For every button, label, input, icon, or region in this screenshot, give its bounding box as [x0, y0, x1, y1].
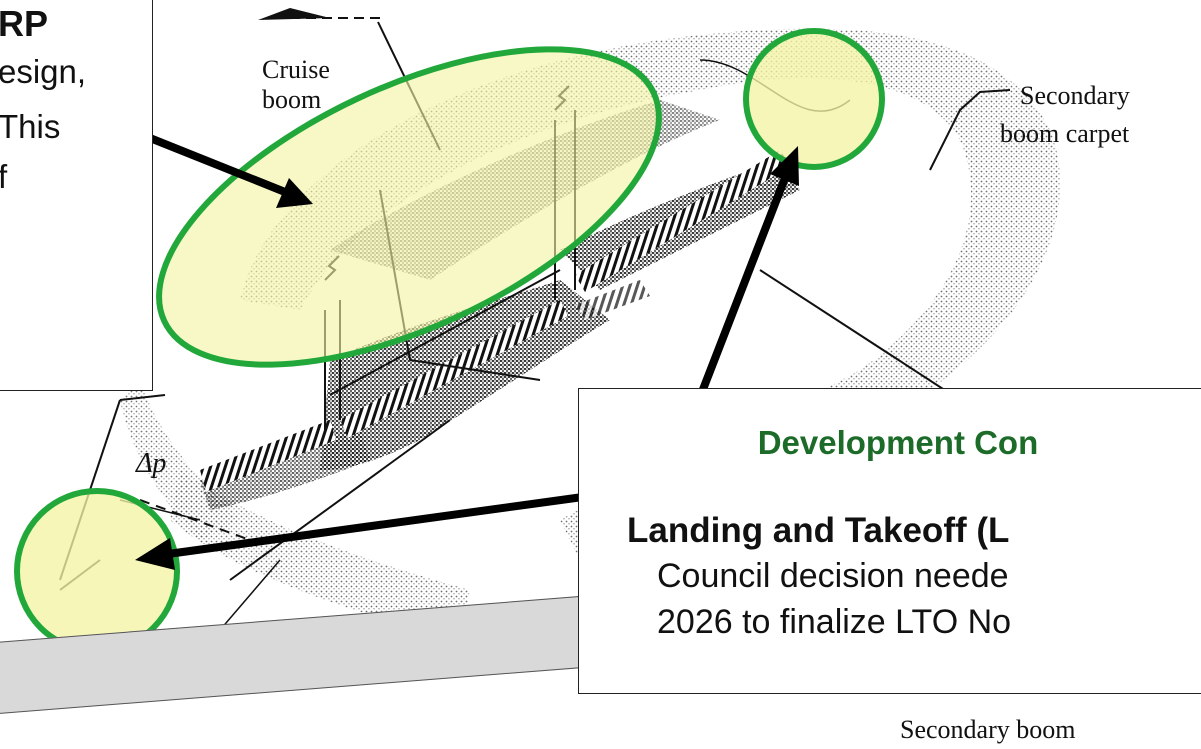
takeoff-highlight-circle: [14, 488, 180, 654]
cruise-boom-label-line1: Cruise: [262, 55, 330, 84]
cruise-boom-label-line2: boom: [262, 85, 321, 114]
secondary-boom-carpet-label-line1: Secondary: [1020, 81, 1130, 110]
shock-footprint: [200, 150, 790, 492]
pointer-arrows: [128, 126, 799, 570]
secondary-boom-carpet-leader: [929, 89, 1011, 171]
info-box-title: RP: [0, 3, 49, 44]
landing-highlight-circle: [743, 28, 885, 170]
lto-subheading: Landing and Takeoff (L: [627, 511, 1010, 550]
delta-p-label: Δp: [135, 448, 166, 479]
secondary-boom-label: Secondary boom: [900, 715, 1075, 744]
info-box-line-1: esign,: [0, 53, 87, 90]
info-box-line-2: This: [0, 108, 61, 145]
info-box-line-3: f: [0, 160, 7, 193]
development-body-line-1: Council decision neede: [657, 557, 1009, 595]
development-body-line-2: 2026 to finalize LTO No: [657, 603, 1012, 641]
secondary-boom-carpet-label-line2: boom carpet: [1000, 119, 1130, 148]
development-heading: Development Con: [757, 424, 1039, 461]
info-text-box: RP esign, This f: [0, 0, 153, 391]
cruise-highlight-ellipse: [156, 46, 662, 368]
development-text-box: Development Con Landing and Takeoff (L C…: [578, 388, 1201, 694]
